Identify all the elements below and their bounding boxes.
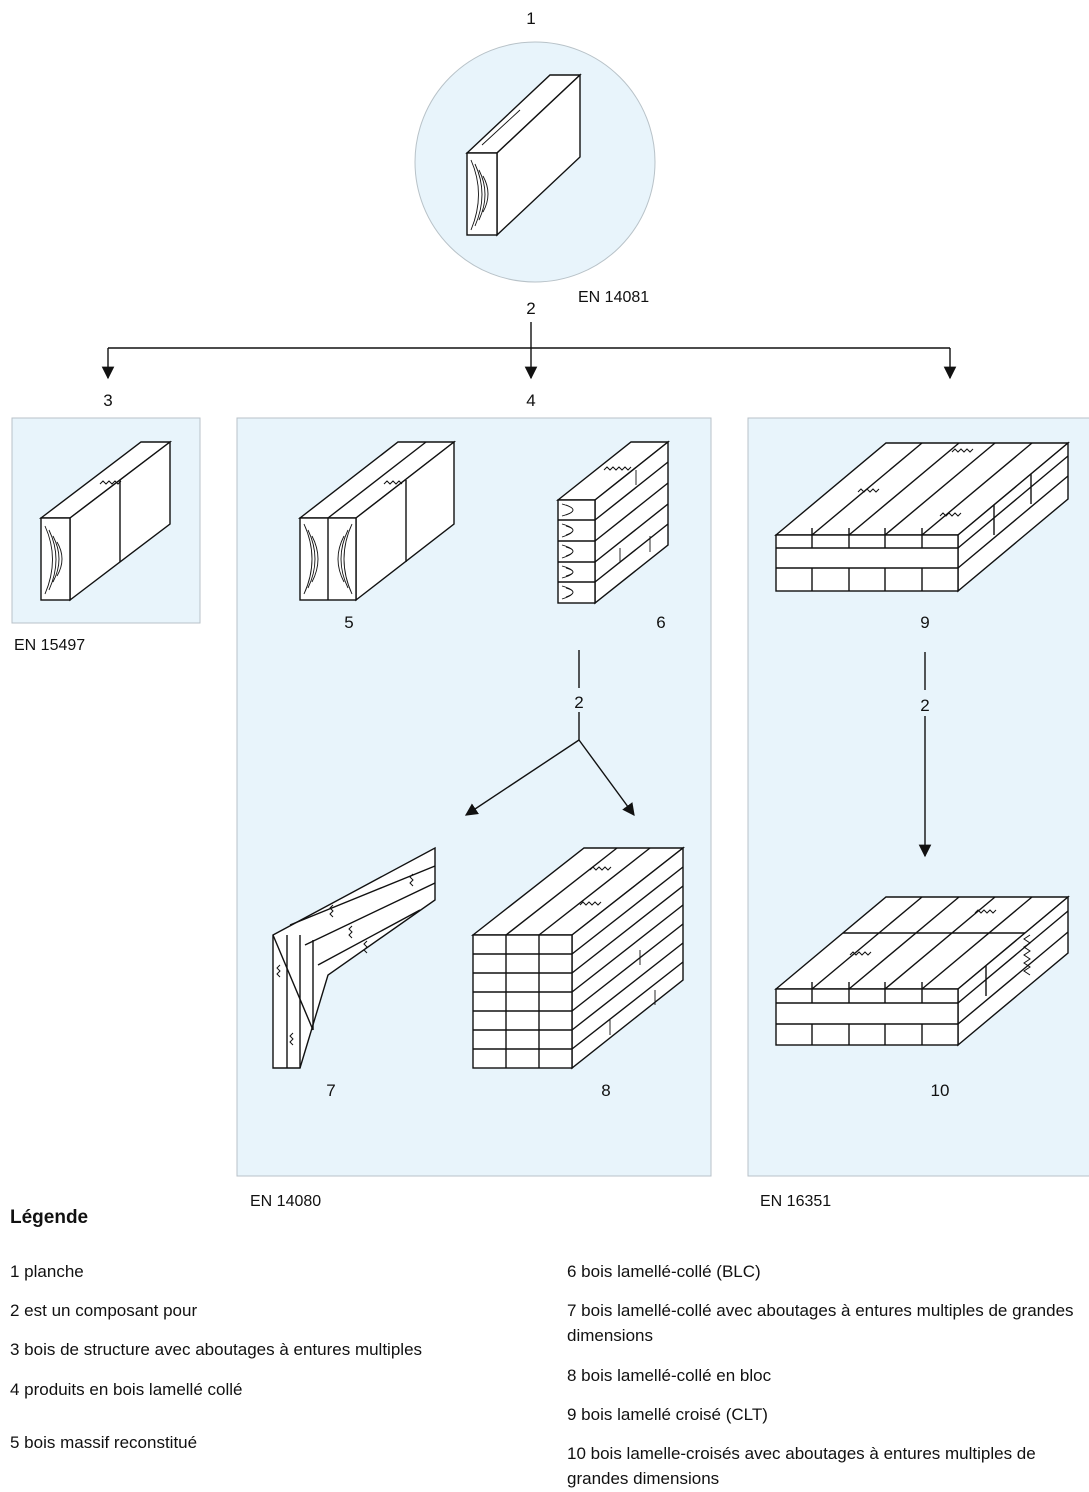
structure-timber-drawing [38,440,173,602]
standard-en16351: EN 16351 [760,1193,831,1210]
connector-mid [464,650,635,817]
standard-en14080: EN 14080 [250,1193,321,1210]
standard-en15497: EN 15497 [14,637,85,654]
label-7: 7 [326,1081,335,1100]
block-glulam-drawing [470,846,686,1070]
planche-drawing [465,73,582,237]
label-10: 10 [931,1081,950,1100]
label-2-top: 2 [526,299,535,318]
legend-item-3: 3 bois de structure avec aboutages à ent… [10,1340,423,1359]
label-2-right: 2 [920,696,929,715]
standard-en14081: EN 14081 [578,289,649,306]
legend-title: Légende [10,1207,89,1228]
legend-item-9: 9 bois lamellé croisé (CLT) [567,1405,768,1424]
label-9: 9 [920,613,929,632]
legend-item-2: 2 est un composant pour [10,1301,198,1320]
legend-item-10: 10 bois lamelle-croisés avec aboutages à… [567,1444,1036,1488]
glulam-drawing [555,440,671,605]
label-8: 8 [601,1081,610,1100]
clt-drawing [774,441,1070,593]
label-4: 4 [526,391,535,410]
label-2-mid: 2 [574,693,583,712]
legend-item-4: 4 produits en bois lamellé collé [10,1380,243,1399]
legend-item-1: 1 planche [10,1262,84,1281]
solid-timber-drawing [297,440,457,602]
legend-item-5: 5 bois massif reconstitué [10,1433,198,1452]
large-clt-drawing [774,895,1070,1047]
label-3: 3 [103,391,112,410]
label-6: 6 [656,613,665,632]
label-5: 5 [344,613,353,632]
legend-item-8: 8 bois lamellé-collé en bloc [567,1366,772,1385]
large-finger-jointed-glulam-drawing [272,846,436,1069]
legend-item-6: 6 bois lamellé-collé (BLC) [567,1262,761,1281]
legend-item-7: 7 bois lamellé-collé avec aboutages à en… [567,1301,1074,1345]
tree-connectors [101,322,957,380]
label-1: 1 [526,9,535,28]
